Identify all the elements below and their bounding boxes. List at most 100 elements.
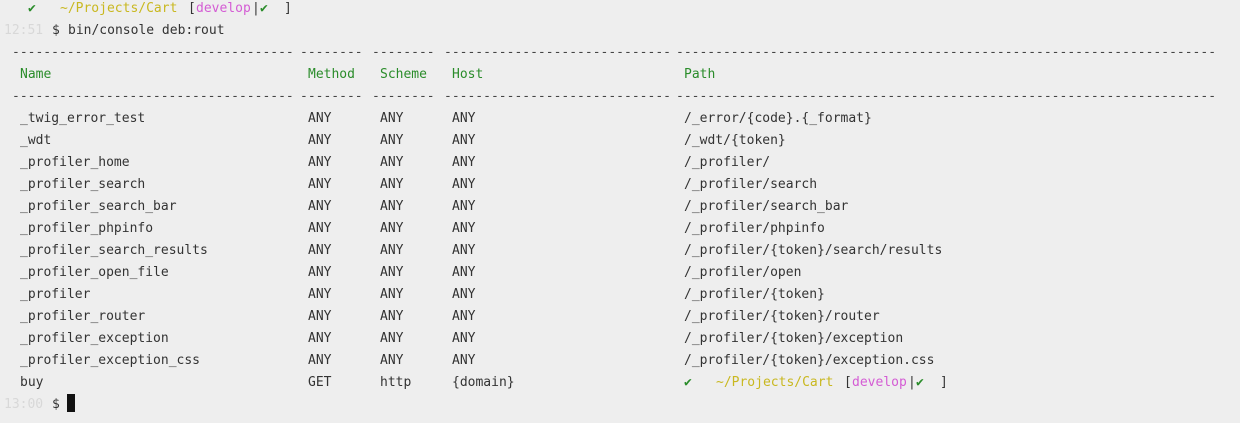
route-name: buy xyxy=(20,375,44,390)
separator-scheme: -------- xyxy=(372,45,435,60)
route-method: ANY xyxy=(308,133,332,148)
route-scheme: ANY xyxy=(380,309,404,324)
table-row: _profiler_open_file ANY ANY ANY /_profil… xyxy=(0,262,801,284)
separator-scheme: -------- xyxy=(372,89,435,104)
table-separator-bottom: ------------------------------------ ---… xyxy=(0,86,1216,108)
check-icon: ✔ xyxy=(28,1,36,16)
route-path: /_profiler/ xyxy=(684,155,771,170)
separator-name: ------------------------------------ xyxy=(12,45,294,60)
prompt-path: ~/Projects/Cart xyxy=(716,375,834,390)
route-path: /_profiler/{token}/router xyxy=(684,309,880,324)
table-row: _profiler_phpinfo ANY ANY ANY /_profiler… xyxy=(0,218,825,240)
route-method: ANY xyxy=(308,221,332,236)
route-path: /_error/{code}.{_format} xyxy=(684,111,872,126)
route-path: /_profiler/{token}/exception.css xyxy=(684,353,935,368)
route-name: _profiler_search xyxy=(20,177,146,192)
header-method: Method xyxy=(308,67,355,82)
route-scheme: ANY xyxy=(380,353,404,368)
route-host: ANY xyxy=(452,199,476,214)
route-host: ANY xyxy=(452,287,476,302)
table-header: Name Method Scheme Host Path xyxy=(0,64,715,86)
route-method: ANY xyxy=(308,353,332,368)
route-method: ANY xyxy=(308,265,332,280)
table-row: _profiler ANY ANY ANY /_profiler/{token} xyxy=(0,284,825,306)
route-name: _profiler xyxy=(20,287,91,302)
branch-bracket-close: ] xyxy=(940,375,948,390)
table-row: _profiler_search ANY ANY ANY /_profiler/… xyxy=(0,174,817,196)
branch-pipe: | xyxy=(908,375,916,390)
header-path: Path xyxy=(684,67,716,82)
route-name: _profiler_search_results xyxy=(20,243,208,258)
table-row: _profiler_exception_css ANY ANY ANY /_pr… xyxy=(0,350,934,372)
header-name: Name xyxy=(20,67,52,82)
route-host: ANY xyxy=(452,353,476,368)
route-scheme: ANY xyxy=(380,221,404,236)
table-row: _profiler_search_bar ANY ANY ANY /_profi… xyxy=(0,196,848,218)
route-name: _profiler_exception_css xyxy=(20,353,201,368)
route-path: /_profiler/{token}/search/results xyxy=(684,243,943,258)
route-method: ANY xyxy=(308,199,332,214)
clean-status-icon: ✔ xyxy=(260,1,268,16)
route-scheme: ANY xyxy=(380,265,404,280)
route-name: _profiler_router xyxy=(20,309,146,324)
route-method: ANY xyxy=(308,243,332,258)
branch-bracket-open: [ xyxy=(844,375,852,390)
route-host: {domain} xyxy=(452,375,515,390)
route-name: _profiler_search_bar xyxy=(20,199,177,214)
table-row: _profiler_router ANY ANY ANY /_profiler/… xyxy=(0,306,880,328)
prompt-dollar: $ xyxy=(52,397,60,412)
route-path: /_profiler/search xyxy=(684,177,818,192)
route-method: ANY xyxy=(308,177,332,192)
table-row: buy GET http {domain} ✔ ~/Projects/Cart … xyxy=(0,372,948,394)
route-path: /_profiler/phpinfo xyxy=(684,221,825,236)
route-name: _twig_error_test xyxy=(20,111,146,126)
route-method: ANY xyxy=(308,111,332,126)
prompt-line: ✔ ~/Projects/Cart [ develop | ✔ ] xyxy=(0,0,292,20)
route-name: _profiler_home xyxy=(20,155,130,170)
table-row: _profiler_exception ANY ANY ANY /_profil… xyxy=(0,328,903,350)
separator-path: ----------------------------------------… xyxy=(676,45,1217,60)
command-line: 12:51 $ bin/console deb:rout xyxy=(0,20,225,42)
route-path: /_wdt/{token} xyxy=(684,133,786,148)
check-icon: ✔ xyxy=(684,375,692,390)
route-name: _wdt xyxy=(20,133,52,148)
branch-bracket-open: [ xyxy=(188,1,196,16)
route-scheme: http xyxy=(380,375,412,390)
separator-method: -------- xyxy=(300,45,363,60)
route-host: ANY xyxy=(452,155,476,170)
route-host: ANY xyxy=(452,265,476,280)
separator-name: ------------------------------------ xyxy=(12,89,294,104)
text-cursor[interactable] xyxy=(67,394,75,416)
separator-host: ----------------------------- xyxy=(444,45,671,60)
prompt-path: ~/Projects/Cart xyxy=(60,1,178,16)
route-method: ANY xyxy=(308,155,332,170)
table-row: _twig_error_test ANY ANY ANY /_error/{co… xyxy=(0,108,872,130)
active-prompt-line[interactable]: 13:00 $ xyxy=(0,394,75,416)
route-path: /_profiler/open xyxy=(684,265,802,280)
route-host: ANY xyxy=(452,221,476,236)
route-host: ANY xyxy=(452,243,476,258)
route-method: ANY xyxy=(308,287,332,302)
prompt-timestamp: 13:00 xyxy=(4,397,44,412)
branch-bracket-close: ] xyxy=(284,1,292,16)
header-scheme: Scheme xyxy=(380,67,427,82)
route-host: ANY xyxy=(452,309,476,324)
route-name: _profiler_phpinfo xyxy=(20,221,154,236)
route-scheme: ANY xyxy=(380,111,404,126)
branch-pipe: | xyxy=(252,1,260,16)
separator-method: -------- xyxy=(300,89,363,104)
route-name: _profiler_exception xyxy=(20,331,169,346)
table-row: _profiler_search_results ANY ANY ANY /_p… xyxy=(0,240,942,262)
route-path: /_profiler/{token}/exception xyxy=(684,331,904,346)
route-scheme: ANY xyxy=(380,133,404,148)
branch-name: develop xyxy=(852,375,907,390)
route-host: ANY xyxy=(452,177,476,192)
command-timestamp: 12:51 xyxy=(4,23,44,38)
route-path: /_profiler/search_bar xyxy=(684,199,849,214)
route-scheme: ANY xyxy=(380,287,404,302)
route-host: ANY xyxy=(452,111,476,126)
route-host: ANY xyxy=(452,133,476,148)
header-host: Host xyxy=(452,67,484,82)
separator-host: ----------------------------- xyxy=(444,89,671,104)
